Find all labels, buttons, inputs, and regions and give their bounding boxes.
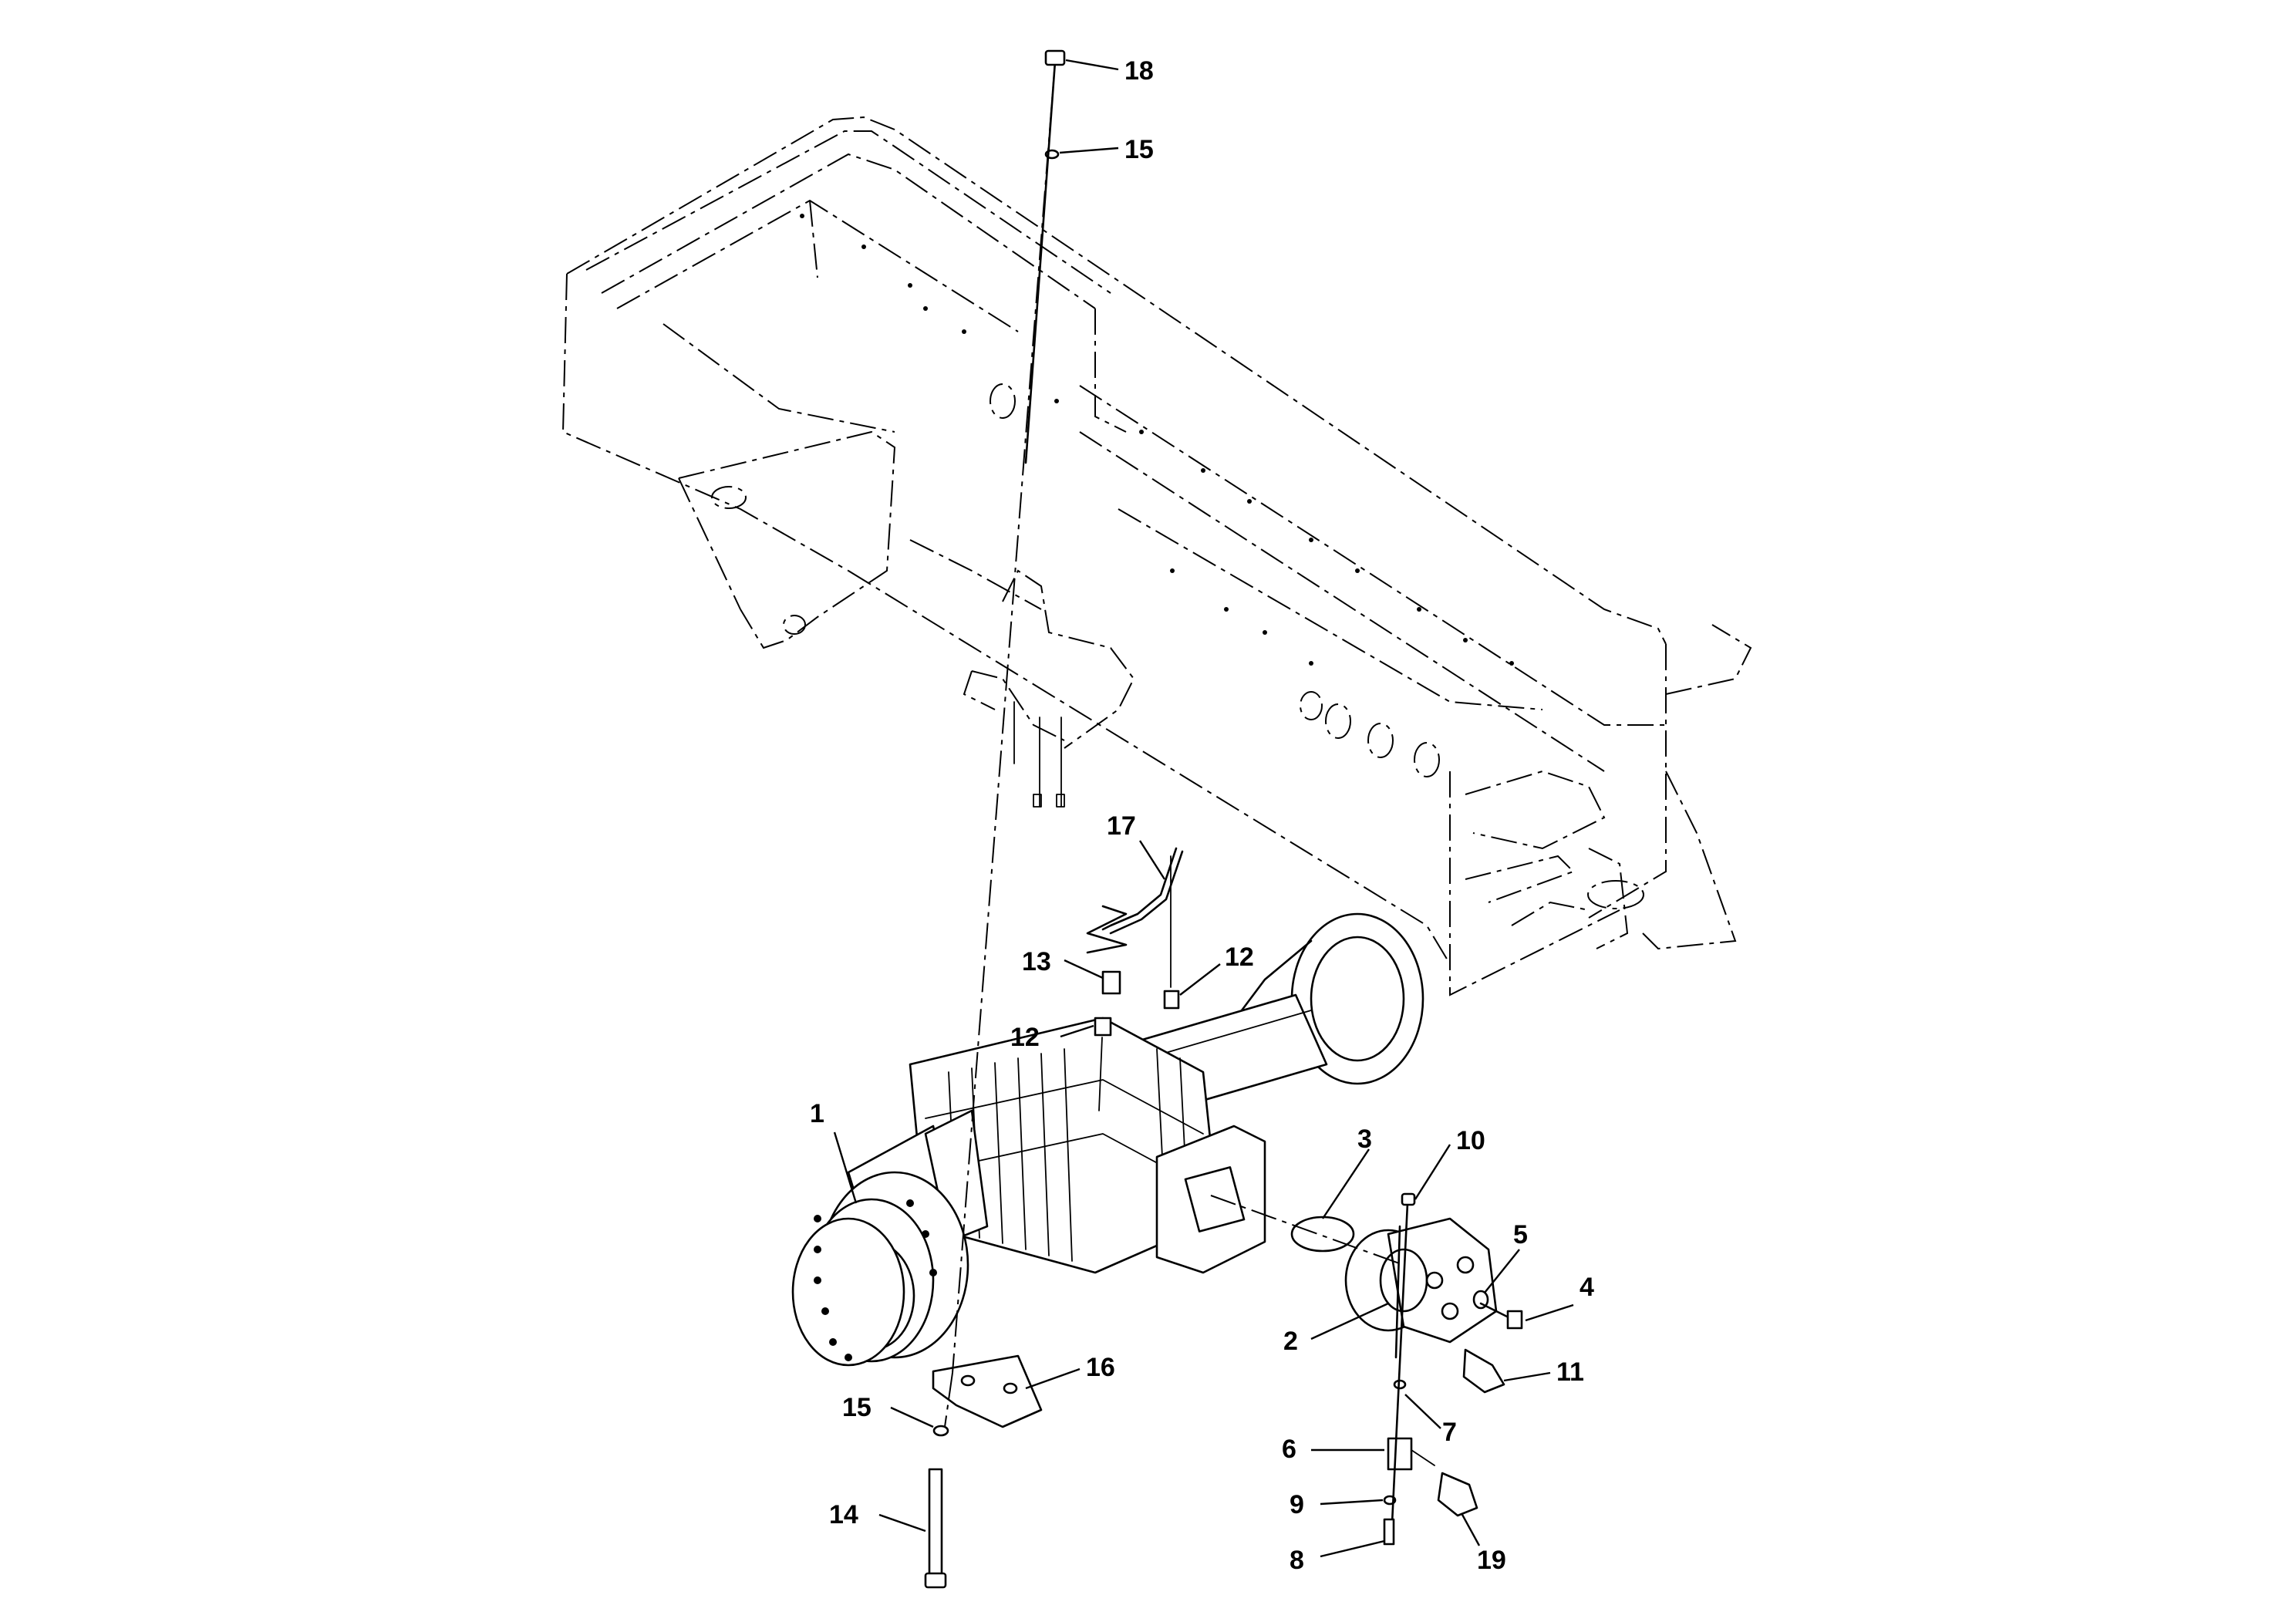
callout-16: 16 [1086,1353,1115,1382]
callout-7: 7 [1442,1418,1457,1447]
callout-18: 18 [1124,56,1154,86]
callout-6: 6 [1282,1435,1296,1464]
axle-assembly [791,847,1523,1517]
callout-13: 13 [1022,947,1051,976]
callout-19: 19 [1477,1546,1506,1575]
callout-12-right: 12 [1225,943,1254,972]
callout-labels: 18 15 17 13 12 12 1 3 10 5 4 2 11 16 15 … [810,56,1594,1575]
callout-5: 5 [1513,1220,1528,1249]
callout-3: 3 [1357,1125,1372,1154]
callout-10: 10 [1456,1126,1485,1155]
assembly-lines [924,49,1416,1589]
callout-11: 11 [1556,1357,1584,1387]
callout-8: 8 [1290,1546,1304,1575]
callout-4: 4 [1580,1273,1594,1302]
callout-12-left: 12 [1010,1023,1040,1052]
callout-2: 2 [1283,1327,1298,1356]
callout-15-bottom: 15 [842,1393,872,1422]
callout-9: 9 [1290,1490,1304,1519]
callout-15-top: 15 [1124,135,1154,164]
callout-1: 1 [810,1099,824,1128]
callout-14: 14 [829,1500,858,1529]
chassis-frame [561,116,1752,996]
callout-17: 17 [1107,811,1136,841]
